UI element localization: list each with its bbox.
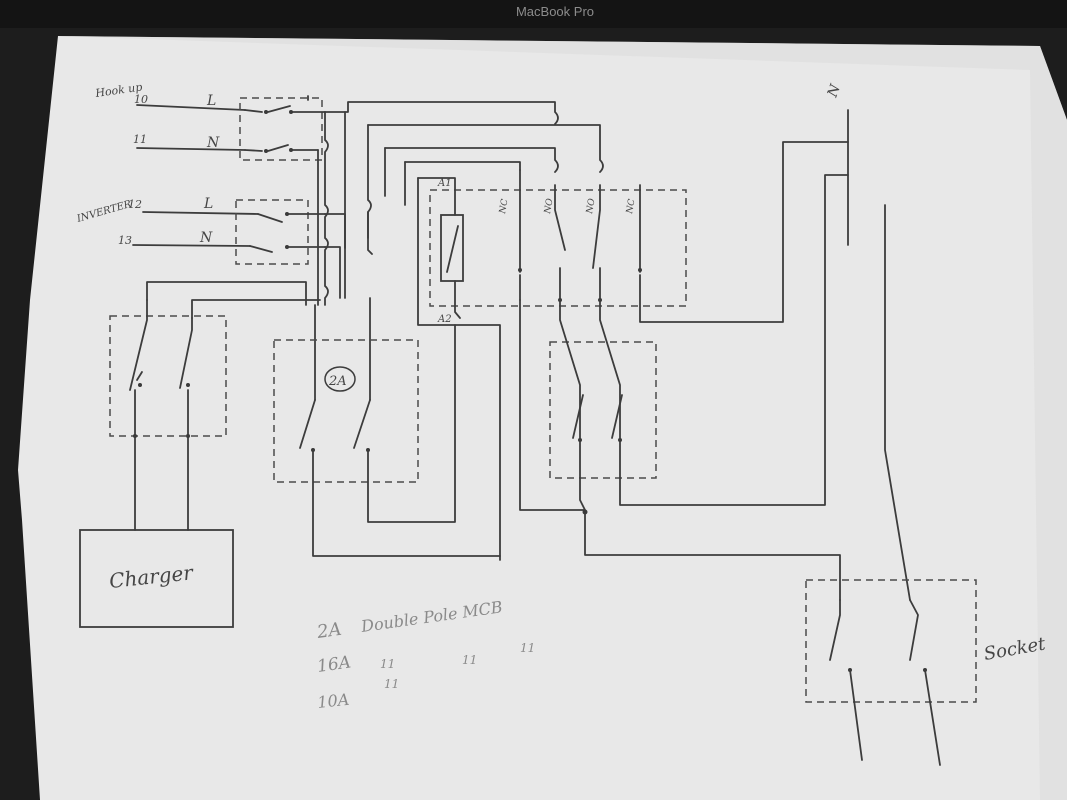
- contact-label-3: NO: [585, 197, 598, 215]
- mains-terminal-10: 10: [134, 93, 148, 106]
- note-ditto-2b: 11: [462, 653, 477, 667]
- bus-wiring: [146, 101, 604, 401]
- mcb-2a: 2A: [273, 324, 501, 557]
- bezel-label: MacBook Pro: [516, 4, 594, 19]
- note-ditto-2a: 11: [380, 657, 395, 671]
- inverter-neutral-label: N: [199, 230, 213, 246]
- note-ditto-2c: 11: [520, 641, 535, 655]
- coil-a1-label: A1: [437, 178, 452, 189]
- mains-terminal-11: 11: [133, 133, 147, 146]
- inverter-terminal-13: 13: [118, 234, 132, 247]
- contact-label-1: NC: [498, 198, 511, 215]
- contact-label-2: NO: [543, 197, 556, 215]
- mains-line-label: L: [206, 93, 216, 109]
- inverter-terminal-12: 12: [128, 198, 142, 211]
- contact-label-4: NC: [625, 198, 638, 215]
- inverter-line-label: L: [203, 196, 213, 212]
- note-ditto-3a: 11: [384, 677, 399, 691]
- contactor-coil: [440, 214, 464, 282]
- note-rating-3: 10A: [316, 690, 350, 712]
- mcb-rating-text: 2A: [328, 374, 347, 389]
- mains-input: Hook up 10 11 L N: [94, 81, 326, 161]
- charger-box: [79, 529, 234, 628]
- output-mcb: [549, 174, 849, 601]
- charger-mcb: [109, 299, 227, 531]
- contactor: A1 A2 NC NO NO NC: [417, 141, 849, 561]
- neutral-bar: N: [824, 82, 911, 601]
- mcb-rating-circle: [324, 366, 356, 392]
- note-rating-2: 16A: [316, 652, 352, 677]
- socket-mcb: Socket: [805, 579, 1048, 766]
- mains-neutral-label: N: [206, 135, 220, 151]
- paper-sheet: [18, 36, 1067, 800]
- coil-a2-label: A2: [437, 314, 452, 325]
- laptop-bezel-highlight: [0, 0, 1067, 28]
- note-rating-1: 2A: [315, 619, 343, 643]
- neutral-bar-label: N: [824, 82, 844, 101]
